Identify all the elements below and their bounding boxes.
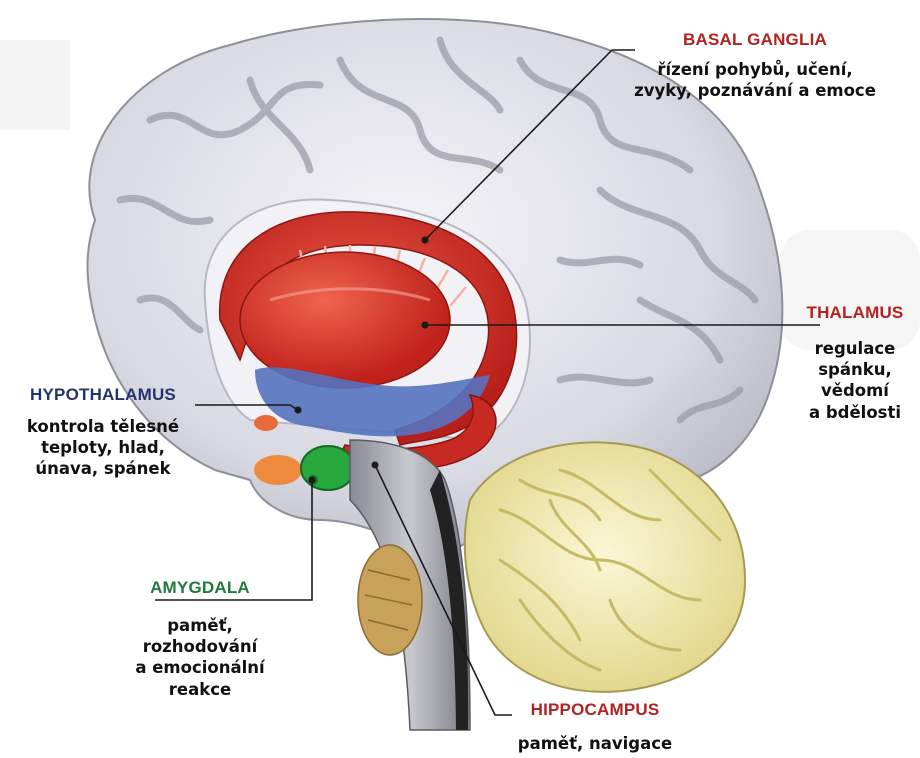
amygdala-line-2: rozhodování: [100, 636, 300, 657]
thalamus-label: THALAMUS regulace spánku, vědomí a bdělo…: [790, 303, 920, 423]
amygdala-label: AMYGDALA paměť, rozhodování a emocionáln…: [100, 578, 300, 700]
thalamus-line-1: regulace: [790, 338, 920, 359]
hippocampus-title: HIPPOCAMPUS: [531, 700, 660, 723]
hypothalamus-label: HYPOTHALAMUS kontrola tělesné teploty, h…: [8, 385, 198, 480]
hypothalamus-line-1: kontrola tělesné: [8, 416, 198, 437]
amygdala-line-3: a emocionální: [100, 657, 300, 678]
amygdala-line-4: reakce: [100, 679, 300, 700]
hypothalamus-nucleus: [254, 415, 278, 431]
hippocampus-label: HIPPOCAMPUS paměť, navigace: [495, 700, 695, 754]
hypothalamus-title: HYPOTHALAMUS: [30, 385, 176, 408]
basal-ganglia-line-2: zvyky, poznávání a emoce: [600, 80, 910, 101]
thalamus-line-2: spánku,: [790, 359, 920, 380]
thalamus-line-3: vědomí: [790, 380, 920, 401]
hippocampus-line-1: paměť, navigace: [495, 733, 695, 754]
thalamus-line-4: a bdělosti: [790, 402, 920, 423]
hypothalamus-line-3: únava, spánek: [8, 458, 198, 479]
amygdala-line-1: paměť,: [100, 615, 300, 636]
amygdala-shape: [301, 446, 355, 490]
basal-ganglia-title: BASAL GANGLIA: [683, 30, 827, 53]
pituitary: [254, 455, 302, 485]
hypothalamus-line-2: teploty, hlad,: [8, 437, 198, 458]
thalamus-title: THALAMUS: [807, 303, 904, 326]
amygdala-title: AMYGDALA: [150, 578, 250, 601]
basal-ganglia-label: BASAL GANGLIA řízení pohybů, učení, zvyk…: [600, 30, 910, 101]
cerebellum: [465, 442, 745, 692]
basal-ganglia-line-1: řízení pohybů, učení,: [600, 59, 910, 80]
